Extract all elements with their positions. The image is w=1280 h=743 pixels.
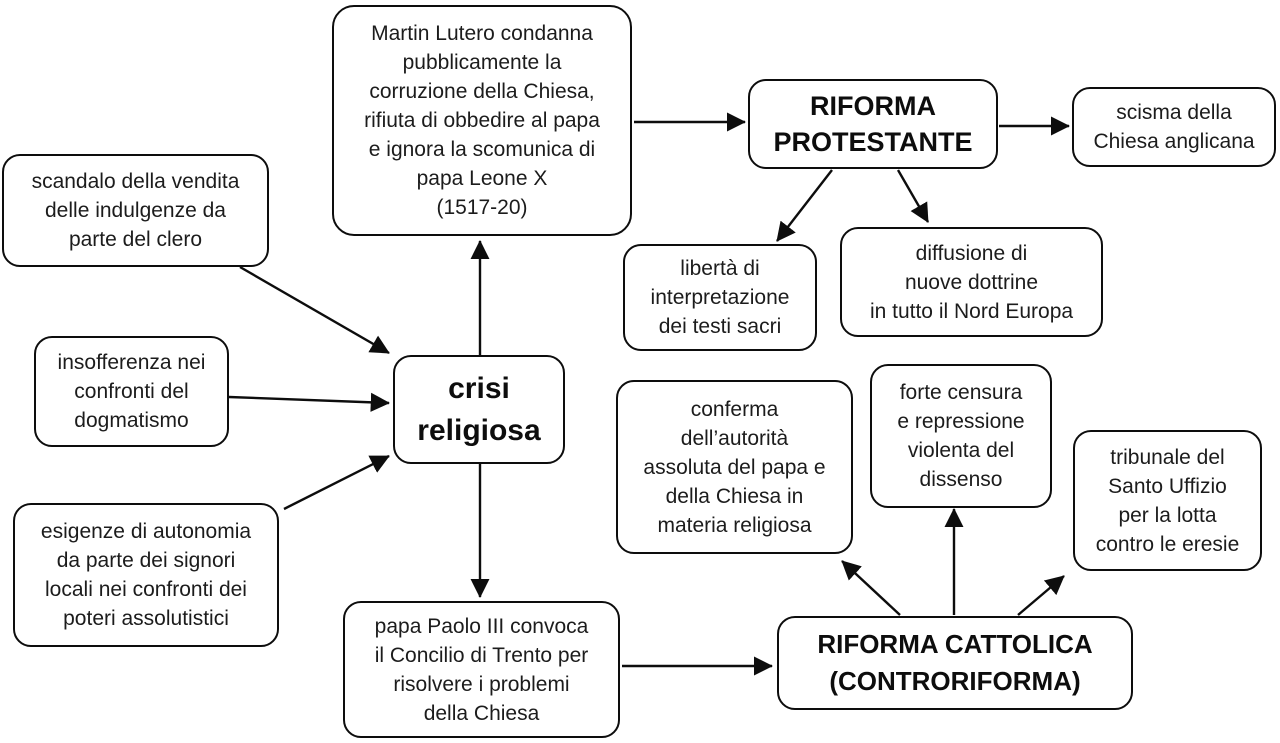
node-conferma-autorita: conferma dell’autorità assoluta del papa…	[616, 380, 853, 554]
node-liberta-interpretazione: libertà di interpretazione dei testi sac…	[623, 244, 817, 351]
node-forte-censura: forte censura e repressione violenta del…	[870, 364, 1052, 508]
node-riforma-protestante: RIFORMA PROTESTANTE	[748, 79, 998, 169]
edge-cattolica-to-tribunale	[1017, 575, 1065, 616]
node-riforma-cattolica: RIFORMA CATTOLICA (CONTRORIFORMA)	[777, 616, 1133, 710]
node-scandalo-indulgenze: scandalo della vendita delle indulgenze …	[2, 154, 269, 267]
edge-protestante-to-liberta	[776, 169, 833, 242]
node-tribunale-santo-uffizio: tribunale del Santo Uffizio per la lotta…	[1073, 430, 1262, 571]
node-crisi-religiosa: crisi religiosa	[393, 355, 565, 464]
edge-cattolica-to-conferma	[841, 560, 901, 616]
edge-scandalo-to-crisi	[239, 265, 390, 355]
node-esigenze-autonomia: esigenze di autonomia da parte dei signo…	[13, 503, 279, 647]
node-diffusione-dottrine: diffusione di nuove dottrine in tutto il…	[840, 227, 1103, 337]
edge-protestante-to-diffusione	[896, 169, 930, 223]
node-insofferenza-dogmatismo: insofferenza nei confronti del dogmatism…	[34, 336, 229, 447]
node-martin-lutero: Martin Lutero condanna pubblicamente la …	[332, 5, 632, 236]
node-scisma-anglicana: scisma della Chiesa anglicana	[1072, 87, 1276, 167]
edge-esigenze-to-crisi	[283, 454, 390, 511]
node-papa-paolo-iii: papa Paolo III convoca il Concilio di Tr…	[343, 601, 620, 738]
edge-insofferenza-to-crisi	[228, 392, 390, 412]
